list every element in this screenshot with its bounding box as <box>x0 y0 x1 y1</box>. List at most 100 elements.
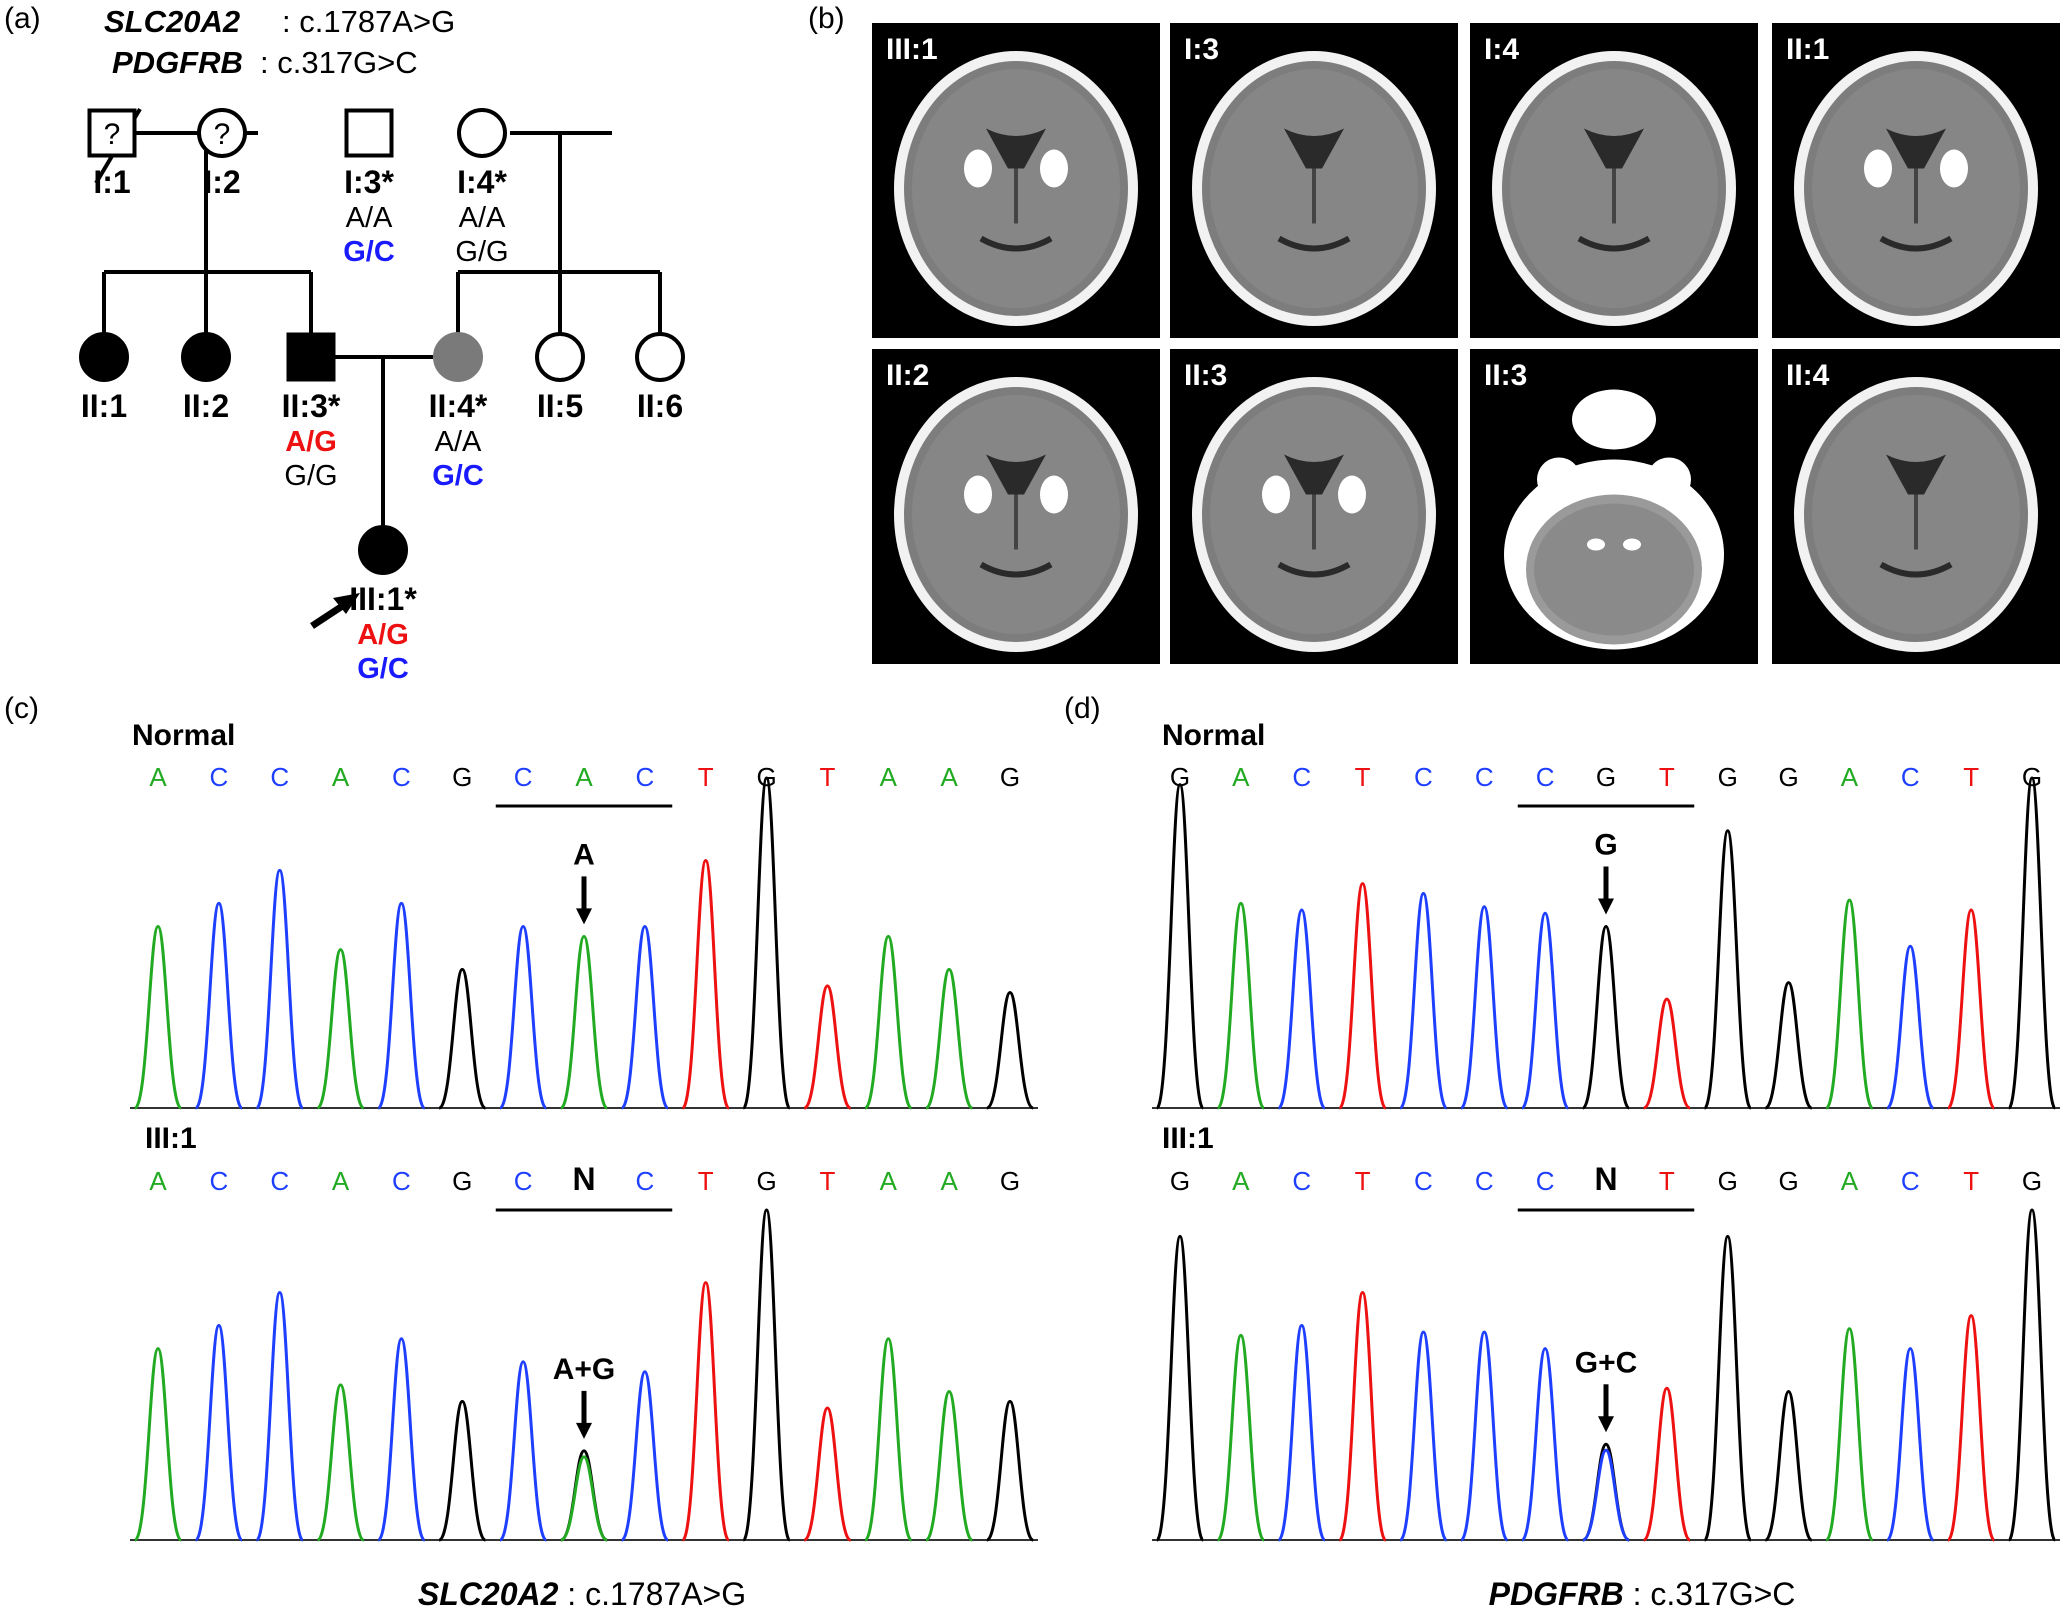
genotype-label: G/C <box>357 653 409 685</box>
individual-symbol <box>358 525 408 575</box>
peak <box>194 901 244 1110</box>
base-call: T <box>1355 1166 1371 1196</box>
base-call: T <box>819 762 835 792</box>
peak <box>863 1337 913 1542</box>
base-call: G <box>2022 1166 2042 1196</box>
base-call: C <box>1292 1166 1311 1196</box>
peak <box>1337 882 1388 1110</box>
base-call: C <box>1536 1166 1555 1196</box>
ct-scan-tile: I:3 <box>1170 23 1458 338</box>
peak <box>437 967 487 1110</box>
base-call: A <box>1232 762 1250 792</box>
peak <box>1703 829 1753 1110</box>
base-call: T <box>1355 762 1371 792</box>
base-call: C <box>209 1166 228 1196</box>
peak <box>741 776 792 1110</box>
base-call: C <box>1901 762 1920 792</box>
track-title: Normal <box>132 719 235 752</box>
peak <box>863 934 913 1110</box>
peak <box>2007 1208 2057 1542</box>
base-call: C <box>635 762 654 792</box>
base-call: C <box>392 762 411 792</box>
base-call: A <box>880 1166 898 1196</box>
base-call: A <box>940 1166 958 1196</box>
individual-symbol <box>457 108 507 158</box>
individual-id: III:1* <box>349 581 417 617</box>
base-call: N <box>1594 1161 1617 1197</box>
peak-overlap <box>560 1455 608 1542</box>
base-call: C <box>270 762 289 792</box>
base-call: T <box>1963 1166 1979 1196</box>
ct-scan-label: I:4 <box>1484 33 1520 66</box>
base-call: C <box>514 1166 533 1196</box>
pedigree-symbols: ?? <box>79 108 685 575</box>
peak <box>1277 1323 1327 1542</box>
base-call: G <box>1170 1166 1190 1196</box>
genotype-label: G/G <box>455 236 508 268</box>
base-call: C <box>1414 762 1433 792</box>
base-call: C <box>1475 762 1494 792</box>
individual-symbol <box>344 108 394 158</box>
base-call: T <box>698 1166 714 1196</box>
peak <box>681 858 731 1110</box>
panel-label-c: (c) <box>4 692 39 725</box>
individual-symbol <box>79 332 129 382</box>
individual-symbol <box>181 332 231 382</box>
base-call: A <box>149 1166 167 1196</box>
base-call: N <box>572 1161 595 1197</box>
peak <box>376 901 427 1110</box>
individual-id: I:1 <box>93 164 130 200</box>
peak <box>620 924 670 1110</box>
individual-symbol <box>535 332 585 382</box>
peak <box>1216 901 1266 1110</box>
peak <box>1763 1389 1814 1542</box>
peak <box>437 1399 487 1542</box>
base-call: C <box>1475 1166 1494 1196</box>
peak <box>315 1383 366 1542</box>
peak <box>1763 981 1814 1110</box>
variant-arrowhead <box>576 1422 592 1439</box>
base-call: G <box>1778 1166 1798 1196</box>
base-call: G <box>1000 1166 1020 1196</box>
peak <box>1885 1347 1935 1542</box>
ct-scan-image <box>1794 377 2038 652</box>
ct-scan-tile: II:3 <box>1170 349 1458 664</box>
base-call: A <box>332 1166 350 1196</box>
base-call: G <box>1718 1166 1738 1196</box>
ct-scan-tile: II:3 <box>1470 349 1758 664</box>
variant-arrowhead <box>576 908 592 925</box>
peak <box>985 1399 1035 1542</box>
peak <box>1946 1314 1996 1542</box>
peak-overlap <box>1582 1448 1630 1542</box>
peak <box>620 1370 670 1542</box>
peak <box>1155 783 1205 1110</box>
base-call: A <box>940 762 958 792</box>
base-call: C <box>209 762 228 792</box>
peak <box>1459 1330 1509 1542</box>
ct-scan-label: II:2 <box>886 359 930 392</box>
ct-scan-label: II:3 <box>1184 359 1228 392</box>
individual-id: II:2 <box>183 388 229 424</box>
individual-symbol <box>286 332 336 382</box>
proband-arrow <box>310 593 360 629</box>
track-title: III:1 <box>1162 1122 1214 1155</box>
base-call: A <box>149 762 167 792</box>
base-call: A <box>880 762 898 792</box>
ct-scan-label: III:1 <box>886 33 938 66</box>
peak <box>1398 891 1449 1110</box>
peak <box>498 924 548 1110</box>
genotype-label: G/C <box>432 460 484 492</box>
base-call: G <box>452 1166 472 1196</box>
base-call: A <box>1841 1166 1859 1196</box>
peak <box>1582 1442 1630 1542</box>
ct-scan-image <box>1504 389 1724 650</box>
individual-id: II:4* <box>429 388 488 424</box>
ct-scan-tile: II:4 <box>1772 349 2060 664</box>
genotype-label: G/G <box>284 460 337 492</box>
peak <box>1216 1333 1266 1542</box>
variant-annotation: G+C <box>1575 1346 1638 1379</box>
